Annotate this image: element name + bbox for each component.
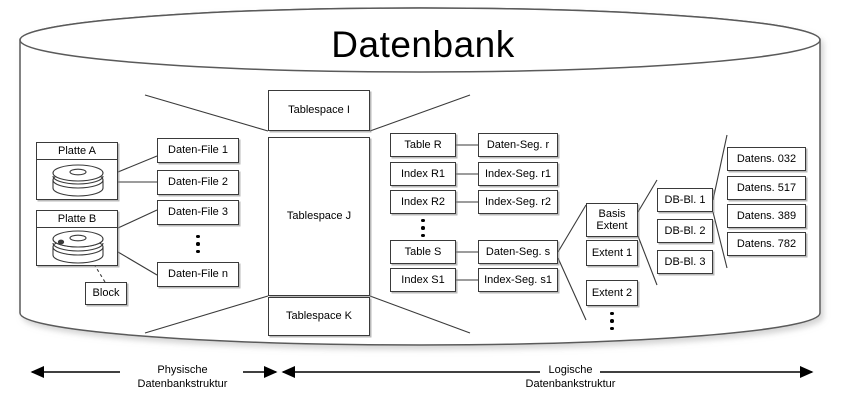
record-389-box: Datens. 389 bbox=[727, 204, 806, 228]
physical-structure-label: Physische Datenbankstruktur bbox=[105, 364, 260, 392]
basis-extent-line2: Extent bbox=[596, 220, 628, 232]
data-file-ellipsis-icon bbox=[157, 230, 239, 258]
daten-seg-s-box: Daten-Seg. s bbox=[478, 240, 558, 264]
disk-platter-icon bbox=[37, 160, 117, 199]
table-r-box: Table R bbox=[390, 133, 456, 157]
disk-platte-b: Platte B bbox=[36, 210, 118, 266]
data-file-3-box: Daten-File 3 bbox=[157, 200, 239, 225]
physical-structure-line1: Physische bbox=[157, 364, 208, 376]
page-title: Datenbank bbox=[331, 24, 515, 65]
record-517-box: Datens. 517 bbox=[727, 176, 806, 200]
index-seg-r1-box: Index-Seg. r1 bbox=[478, 162, 558, 186]
index-r2-box: Index R2 bbox=[390, 190, 456, 214]
index-r1-box: Index R1 bbox=[390, 162, 456, 186]
table-s-box: Table S bbox=[390, 240, 456, 264]
data-file-1-box: Daten-File 1 bbox=[157, 138, 239, 163]
tablespace-j-box: Tablespace J bbox=[268, 137, 370, 296]
extent-ellipsis-icon bbox=[586, 310, 638, 332]
disk-platter-icon bbox=[37, 228, 117, 265]
disk-platte-a-label: Platte A bbox=[37, 143, 117, 160]
daten-seg-r-box: Daten-Seg. r bbox=[478, 133, 558, 157]
physical-structure-line2: Datenbankstruktur bbox=[137, 377, 228, 390]
db-block-3-box: DB-Bl. 3 bbox=[657, 250, 713, 274]
basis-extent-line1: Basis bbox=[598, 207, 626, 220]
logical-object-ellipsis-icon bbox=[390, 216, 456, 240]
record-032-box: Datens. 032 bbox=[727, 147, 806, 171]
db-block-1-box: DB-Bl. 1 bbox=[657, 188, 713, 212]
data-file-n-box: Daten-File n bbox=[157, 262, 239, 287]
db-block-2-box: DB-Bl. 2 bbox=[657, 219, 713, 243]
logical-structure-label: Logische Datenbankstruktur bbox=[493, 364, 648, 392]
index-seg-r2-box: Index-Seg. r2 bbox=[478, 190, 558, 214]
tablespace-k-box: Tablespace K bbox=[268, 297, 370, 336]
block-box: Block bbox=[85, 282, 127, 305]
index-s1-box: Index S1 bbox=[390, 268, 456, 292]
logical-structure-line1: Logische bbox=[548, 364, 593, 376]
record-782-box: Datens. 782 bbox=[727, 232, 806, 256]
extent-1-box: Extent 1 bbox=[586, 240, 638, 266]
tablespace-i-box: Tablespace I bbox=[268, 90, 370, 131]
index-seg-s1-box: Index-Seg. s1 bbox=[478, 268, 558, 292]
basis-extent-box: Basis Extent bbox=[586, 203, 638, 237]
data-file-2-box: Daten-File 2 bbox=[157, 170, 239, 195]
logical-structure-line2: Datenbankstruktur bbox=[525, 377, 616, 390]
extent-2-box: Extent 2 bbox=[586, 280, 638, 306]
disk-platte-a: Platte A bbox=[36, 142, 118, 200]
disk-platte-b-label: Platte B bbox=[37, 211, 117, 228]
